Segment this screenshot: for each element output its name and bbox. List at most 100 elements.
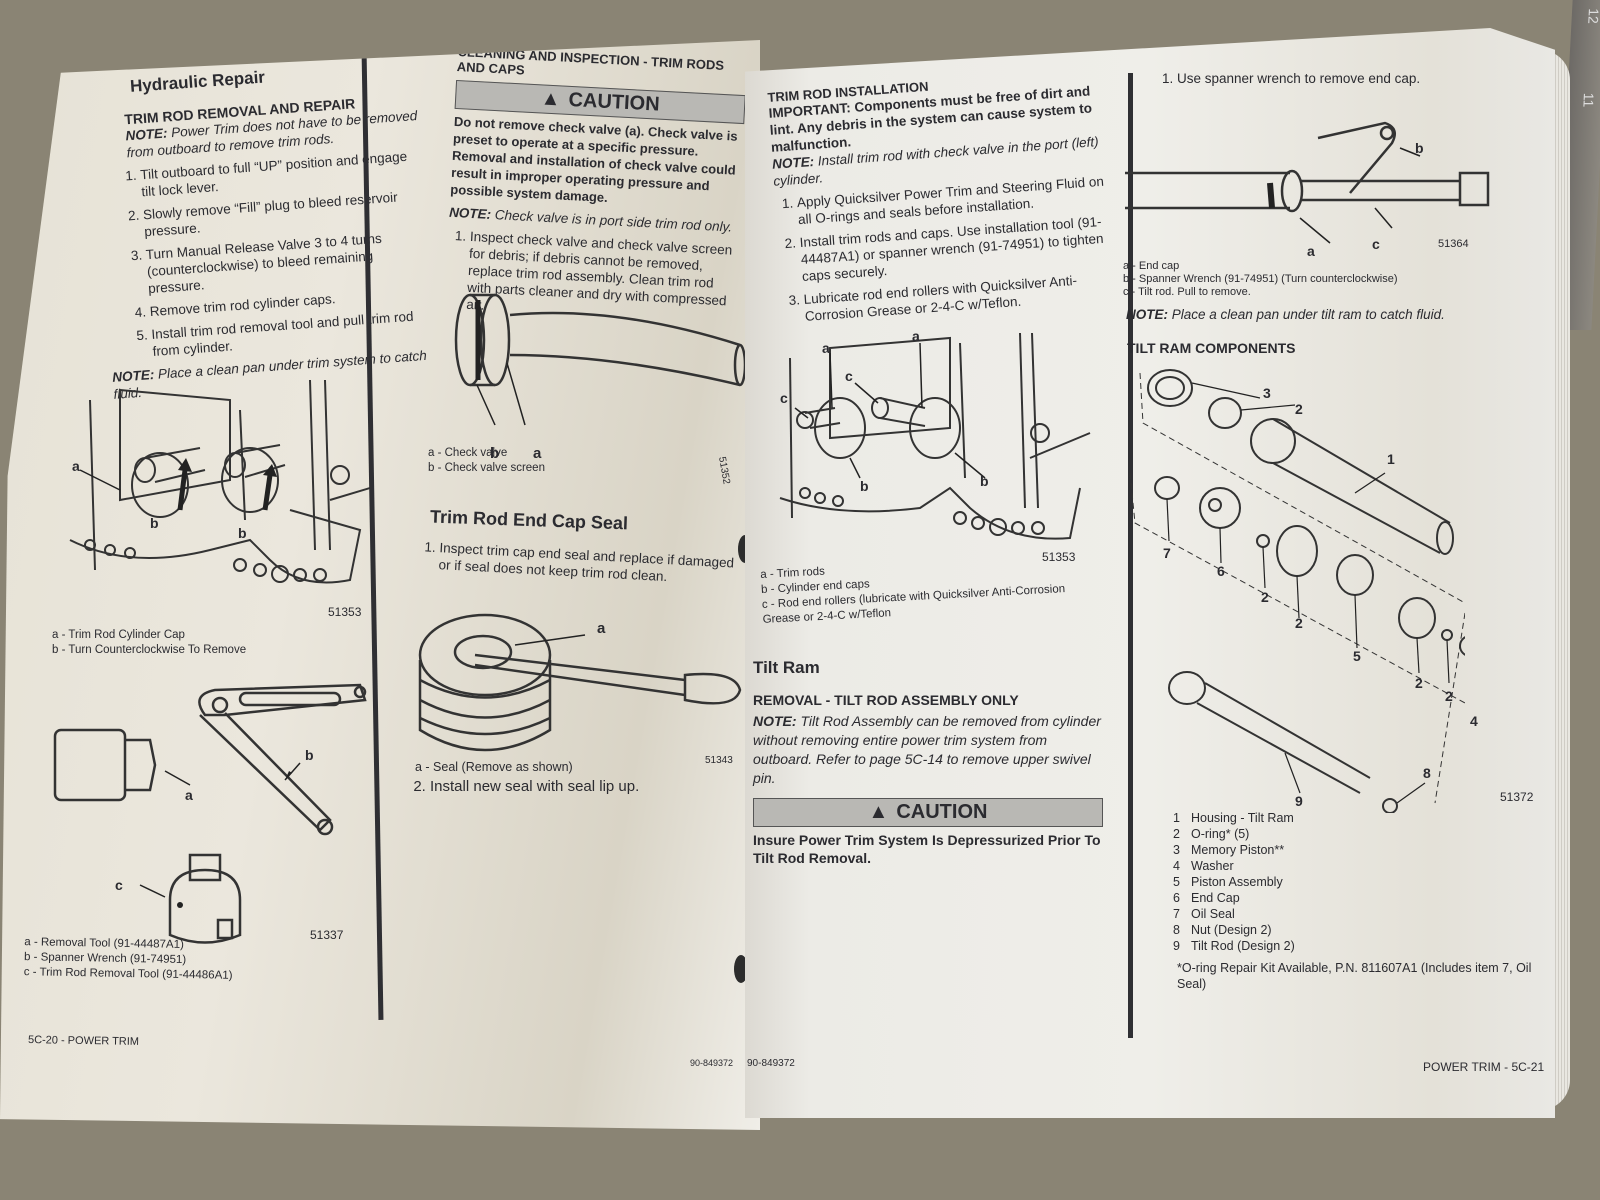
callout-label: 5 — [1353, 648, 1361, 664]
callout-label: a — [72, 458, 80, 474]
left-page: Hydraulic Repair TRIM ROD REMOVAL AND RE… — [0, 40, 760, 1130]
end-cap-seal-illustration — [418, 613, 742, 752]
caution-banner: ▲CAUTION — [753, 798, 1103, 827]
callout-label: 2 — [1445, 688, 1453, 704]
note: NOTE: Tilt Rod Assembly can be removed f… — [753, 713, 1101, 786]
callout-label: c — [845, 368, 853, 384]
figure-number: 51353 — [328, 605, 362, 619]
ruler-mark: 11 — [1580, 92, 1598, 108]
callout-label: a — [1307, 243, 1315, 259]
seal-steps-2: Install new seal with seal lip up. — [390, 778, 720, 801]
step: Use spanner wrench to remove end cap. — [1177, 70, 1525, 87]
section-title: Tilt Ram — [753, 658, 820, 677]
callout-label: a — [912, 328, 920, 344]
tilt-ram-exploded-view: 3 2 1 7 6 2 2 5 2 2 4 8 9 — [1125, 363, 1478, 813]
callout-label: c — [115, 877, 123, 893]
removal-tools-figure: a b c 51337 — [40, 675, 380, 955]
figure-number: 51337 — [310, 928, 344, 942]
page-footer: 5C-20 - POWER TRIM — [27, 1034, 140, 1048]
left-page-column-1: Hydraulic Repair TRIM ROD REMOVAL AND RE… — [28, 40, 436, 407]
check-valve-figure: b a 51352 — [415, 285, 745, 485]
callout-label: b — [980, 473, 989, 489]
figure-number: 51364 — [1438, 238, 1469, 250]
figure-legend: a - Trim rods b - Cylinder end caps c - … — [760, 565, 1066, 626]
step: Inspect trim cap end seal and replace if… — [438, 539, 747, 589]
subheading: REMOVAL - TILT ROD ASSEMBLY ONLY — [753, 692, 1019, 708]
callout-label: 2 — [1295, 401, 1303, 417]
note: NOTE: Place a clean pan under tilt ram t… — [1126, 307, 1445, 322]
page-footer: 90-849372 — [690, 1058, 734, 1068]
callout-label: a — [822, 340, 830, 356]
callout-label: 3 — [1263, 385, 1271, 401]
right-page-column-1: TRIM ROD INSTALLATION IMPORTANT: Compone… — [767, 67, 1113, 332]
page-footer: 90-849372 — [747, 1058, 795, 1069]
step: Install new seal with seal lip up. — [430, 778, 720, 795]
callout-label: a — [185, 787, 193, 803]
trim-cylinder-illustration — [69, 379, 370, 584]
callout-label: b — [860, 478, 869, 494]
callout-label: 4 — [1470, 713, 1478, 729]
callout-label: a — [597, 620, 606, 637]
footnote: *O-ring Repair Kit Available, P.N. 81160… — [1177, 961, 1532, 991]
end-cap-seal-figure: a 51343 — [415, 600, 745, 770]
callout-label: 8 — [1423, 765, 1431, 781]
callout-label: b — [490, 445, 500, 462]
figure-number: 51372 — [1500, 790, 1534, 804]
callout-label: 6 — [1217, 563, 1225, 579]
tilt-ram-exploded-illustration — [1129, 369, 1465, 813]
components-heading: TILT RAM COMPONENTS — [1127, 340, 1296, 356]
seal-steps: Inspect trim cap end seal and replace if… — [416, 538, 748, 595]
trim-rod-installation-illustration — [779, 332, 1091, 540]
figure-number: 51343 — [705, 755, 733, 766]
figure-legend: a - Trim Rod Cylinder Cap b - Turn Count… — [52, 629, 247, 656]
figure-legend: a - Removal Tool (91-44487A1) b - Spanne… — [23, 936, 233, 982]
callout-label: b — [238, 525, 247, 541]
figure-legend: a - Check valve b - Check valve screen — [428, 447, 545, 474]
end-cap-removal-figure: b a c 51364 — [1120, 98, 1510, 268]
figure-number: 51352 — [716, 455, 732, 486]
figure-legend: a - End cap b - Spanner Wrench (91-74951… — [1123, 260, 1398, 298]
right-page-column-2: Use spanner wrench to remove end cap. — [1155, 70, 1525, 93]
binding-hole — [734, 955, 748, 983]
end-cap-removal-illustration — [1125, 121, 1490, 244]
trim-cylinder-figure: a b b 51353 — [50, 370, 370, 619]
callout-label: c — [1372, 236, 1380, 252]
callout-label: b — [305, 747, 314, 763]
figure-number: 51353 — [1042, 550, 1076, 564]
trim-rod-installation-figure: a a c c b b 51353 — [760, 318, 1100, 564]
callout-label: b — [150, 515, 159, 531]
callout-label: 9 — [1295, 793, 1303, 809]
right-page: TRIM ROD INSTALLATION IMPORTANT: Compone… — [745, 28, 1555, 1118]
section-title: Hydraulic Repair — [129, 67, 266, 96]
section-title: Trim Rod End Cap Seal — [429, 506, 629, 534]
callout-label: 2 — [1415, 675, 1423, 691]
removal-tools-illustration — [53, 683, 367, 944]
callout-label: 2 — [1295, 615, 1303, 631]
page-footer: POWER TRIM - 5C-21 — [1423, 1060, 1545, 1074]
callout-label: a — [533, 445, 542, 462]
callout-label: b — [1415, 140, 1424, 156]
caution-text: Insure Power Trim System Is Depressurize… — [753, 832, 1101, 866]
caution-text: Do not remove check valve (a). Check val… — [449, 113, 738, 206]
callout-label: c — [780, 390, 788, 406]
tilt-ram-section: Tilt Ram REMOVAL - TILT ROD ASSEMBLY ONL… — [753, 658, 1103, 867]
steps-list: Tilt outboard to full “UP” position and … — [118, 147, 434, 362]
ruler-mark: 12 — [1585, 8, 1600, 24]
callout-label: 1 — [1387, 451, 1395, 467]
callout-label: 2 — [1261, 589, 1269, 605]
warning-triangle-icon: ▲ — [868, 801, 889, 823]
column-divider — [1128, 73, 1133, 1038]
check-valve-illustration — [454, 293, 745, 426]
figure-legend: a - Seal (Remove as shown) — [415, 760, 573, 774]
warning-triangle-icon: ▲ — [540, 87, 562, 111]
